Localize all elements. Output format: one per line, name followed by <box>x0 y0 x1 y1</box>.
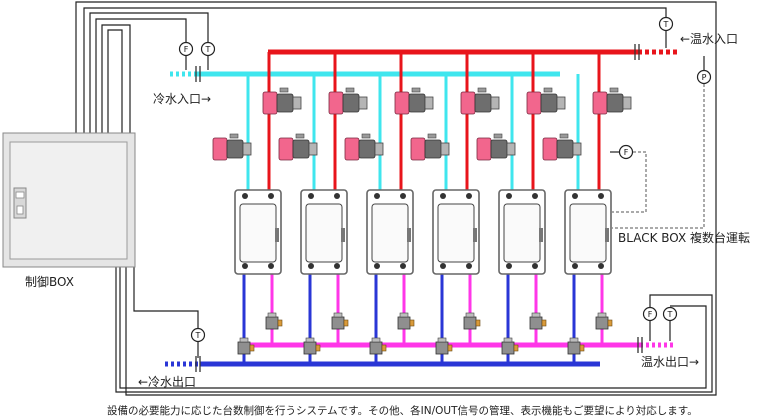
pump <box>460 87 500 115</box>
outlet-valve <box>369 337 387 355</box>
outlet-valve <box>237 337 255 355</box>
pump <box>278 133 318 161</box>
temperature-gauge: T <box>662 306 678 322</box>
branch-pipes <box>242 52 604 364</box>
control-wire <box>89 12 209 133</box>
svg-text:T: T <box>663 20 669 29</box>
svg-text:P: P <box>702 73 707 82</box>
control-wire <box>133 246 199 332</box>
signal-line <box>612 151 647 213</box>
black-box-unit <box>498 189 546 275</box>
signal-lines <box>612 84 705 229</box>
outlet-valve <box>501 337 519 355</box>
temperature-gauge: T <box>658 16 674 32</box>
outlet-valves <box>237 312 613 355</box>
pump <box>328 87 368 115</box>
outlet-valve <box>397 312 415 330</box>
control-box-label: 制御BOX <box>25 274 74 289</box>
control-wire <box>119 246 707 389</box>
cold-outlet-label: ←冷水出口 <box>138 375 196 389</box>
flow-gauge: F <box>618 144 634 160</box>
hot-outlet-label: 温水出口→ <box>641 355 699 369</box>
control-wire <box>95 18 187 133</box>
black-box-label: BLACK BOX 複数台運転 <box>618 230 750 245</box>
control-wire <box>75 1 717 396</box>
pressure-gauge: P <box>696 69 712 85</box>
pump <box>344 133 384 161</box>
svg-text:T: T <box>667 310 673 319</box>
temperature-gauge: T <box>200 41 216 57</box>
outlet-valve <box>303 337 321 355</box>
black-box-unit <box>234 189 282 275</box>
black-box-unit <box>300 189 348 275</box>
pumps <box>212 87 632 161</box>
svg-text:F: F <box>624 148 629 157</box>
flow-gauge: F <box>642 306 658 322</box>
header-flanges <box>195 44 643 372</box>
outlet-valve <box>595 312 613 330</box>
temperature-gauge: T <box>190 327 206 358</box>
signal-line <box>612 84 705 229</box>
hot-inlet-label: ←温水入口 <box>680 32 738 46</box>
pump <box>410 133 450 161</box>
black-box-unit <box>432 189 480 275</box>
pump <box>476 133 516 161</box>
cold-inlet-label: 冷水入口→ <box>153 92 211 106</box>
black-box-unit <box>564 189 612 275</box>
gauges: F T T P F F T <box>178 16 712 358</box>
pump <box>542 133 582 161</box>
black-box-unit <box>366 189 414 275</box>
svg-text:F: F <box>184 45 189 54</box>
black-box-units <box>234 189 612 275</box>
pump <box>394 87 434 115</box>
caption: 設備の必要能力に応じた台数制御を行うシステムです。その他、各IN/OUT信号の管… <box>107 404 698 417</box>
outlet-valve <box>435 337 453 355</box>
pump <box>592 87 632 115</box>
outlet-valve <box>529 312 547 330</box>
outlet-valve <box>567 337 585 355</box>
flow-gauge: F <box>178 41 194 57</box>
outlet-valve <box>265 312 283 330</box>
svg-text:T: T <box>205 45 211 54</box>
svg-text:F: F <box>648 310 653 319</box>
pump <box>262 87 302 115</box>
pump <box>526 87 566 115</box>
control-wire <box>115 246 713 393</box>
outlet-valve <box>331 312 349 330</box>
outlet-valve <box>463 312 481 330</box>
pump <box>212 133 252 161</box>
control-box <box>2 132 136 268</box>
control-wiring <box>75 1 717 396</box>
svg-text:T: T <box>195 331 201 340</box>
